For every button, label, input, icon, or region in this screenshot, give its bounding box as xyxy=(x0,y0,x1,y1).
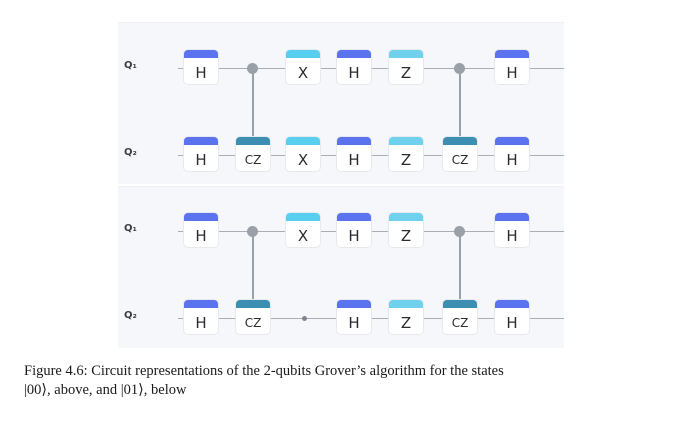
gate-h[interactable]: H xyxy=(495,50,529,84)
gate-color-bar xyxy=(389,300,423,308)
cz-control-dot xyxy=(454,226,465,237)
gate-z[interactable]: Z xyxy=(389,50,423,84)
gate-color-bar xyxy=(495,213,529,221)
gate-label: H xyxy=(506,64,518,82)
gate-label: Z xyxy=(400,151,412,169)
gate-z[interactable]: Z xyxy=(389,300,423,334)
gate-color-bar xyxy=(184,213,218,221)
gate-color-bar xyxy=(337,213,371,221)
cz-control-line xyxy=(252,68,254,144)
q2-label: Q₂ xyxy=(124,147,137,158)
gate-cz[interactable]: CZ xyxy=(443,137,477,171)
q1-wire xyxy=(178,68,564,69)
q1-wire xyxy=(178,231,564,232)
cz-control-dot xyxy=(247,63,258,74)
gate-color-bar xyxy=(495,300,529,308)
gate-label: H xyxy=(195,151,207,169)
circuit-panel-top: Q₁ Q₂ H X H Z H H CZ X H Z CZ H xyxy=(118,22,564,184)
q1-label: Q₁ xyxy=(124,60,137,71)
cz-control-dot xyxy=(454,63,465,74)
cz-control-line xyxy=(459,231,461,307)
cz-control-dot xyxy=(247,226,258,237)
gate-color-bar xyxy=(443,137,477,145)
gate-color-bar xyxy=(337,137,371,145)
gate-cz[interactable]: CZ xyxy=(236,300,270,334)
gate-color-bar xyxy=(184,50,218,58)
gate-label: CZ xyxy=(244,153,262,167)
gate-color-bar xyxy=(389,137,423,145)
cz-control-line xyxy=(459,68,461,144)
gate-h[interactable]: H xyxy=(184,50,218,84)
gate-label: H xyxy=(195,227,207,245)
circuit-panel-bottom: Q₁ Q₂ H X H Z H H CZ H Z CZ H xyxy=(118,186,564,348)
gate-label: Z xyxy=(400,64,412,82)
gate-color-bar xyxy=(337,50,371,58)
gate-label: H xyxy=(195,64,207,82)
gate-h[interactable]: H xyxy=(337,50,371,84)
gate-label: H xyxy=(348,314,360,332)
gate-color-bar xyxy=(184,137,218,145)
gate-label: CZ xyxy=(451,316,469,330)
gate-label: H xyxy=(348,227,360,245)
figure-caption: Figure 4.6: Circuit representations of t… xyxy=(24,362,674,400)
gate-h[interactable]: H xyxy=(337,300,371,334)
gate-label: H xyxy=(348,151,360,169)
gate-cz[interactable]: CZ xyxy=(236,137,270,171)
q2-wire xyxy=(178,318,564,319)
gate-label: X xyxy=(297,227,309,245)
gate-label: Z xyxy=(400,314,412,332)
caption-line-1: Figure 4.6: Circuit representations of t… xyxy=(24,363,504,379)
gate-h[interactable]: H xyxy=(184,213,218,247)
gate-color-bar xyxy=(286,50,320,58)
gate-h[interactable]: H xyxy=(495,300,529,334)
gate-label: H xyxy=(506,151,518,169)
gate-color-bar xyxy=(389,50,423,58)
gate-h[interactable]: H xyxy=(184,137,218,171)
gate-label: H xyxy=(506,314,518,332)
gate-h[interactable]: H xyxy=(495,137,529,171)
gate-h[interactable]: H xyxy=(337,213,371,247)
gate-color-bar xyxy=(389,213,423,221)
gate-z[interactable]: Z xyxy=(389,137,423,171)
gate-x[interactable]: X xyxy=(286,213,320,247)
gate-x[interactable]: X xyxy=(286,137,320,171)
gate-label: CZ xyxy=(244,316,262,330)
gate-label: H xyxy=(195,314,207,332)
gate-z[interactable]: Z xyxy=(389,213,423,247)
gate-color-bar xyxy=(495,137,529,145)
q1-label: Q₁ xyxy=(124,223,137,234)
gate-color-bar xyxy=(443,300,477,308)
cz-control-line xyxy=(252,231,254,307)
q2-wire xyxy=(178,155,564,156)
gate-color-bar xyxy=(236,137,270,145)
wire-joint-dot xyxy=(302,316,307,321)
gate-label: CZ xyxy=(451,153,469,167)
gate-color-bar xyxy=(184,300,218,308)
gate-h[interactable]: H xyxy=(495,213,529,247)
gate-color-bar xyxy=(337,300,371,308)
gate-color-bar xyxy=(286,213,320,221)
gate-color-bar xyxy=(286,137,320,145)
gate-h[interactable]: H xyxy=(337,137,371,171)
gate-color-bar xyxy=(495,50,529,58)
caption-line-2: |00⟩, above, and |01⟩, below xyxy=(24,382,187,398)
gate-cz[interactable]: CZ xyxy=(443,300,477,334)
gate-label: H xyxy=(348,64,360,82)
gate-h[interactable]: H xyxy=(184,300,218,334)
gate-label: X xyxy=(297,64,309,82)
gate-label: X xyxy=(297,151,309,169)
gate-color-bar xyxy=(236,300,270,308)
gate-label: H xyxy=(506,227,518,245)
gate-x[interactable]: X xyxy=(286,50,320,84)
q2-label: Q₂ xyxy=(124,310,137,321)
gate-label: Z xyxy=(400,227,412,245)
